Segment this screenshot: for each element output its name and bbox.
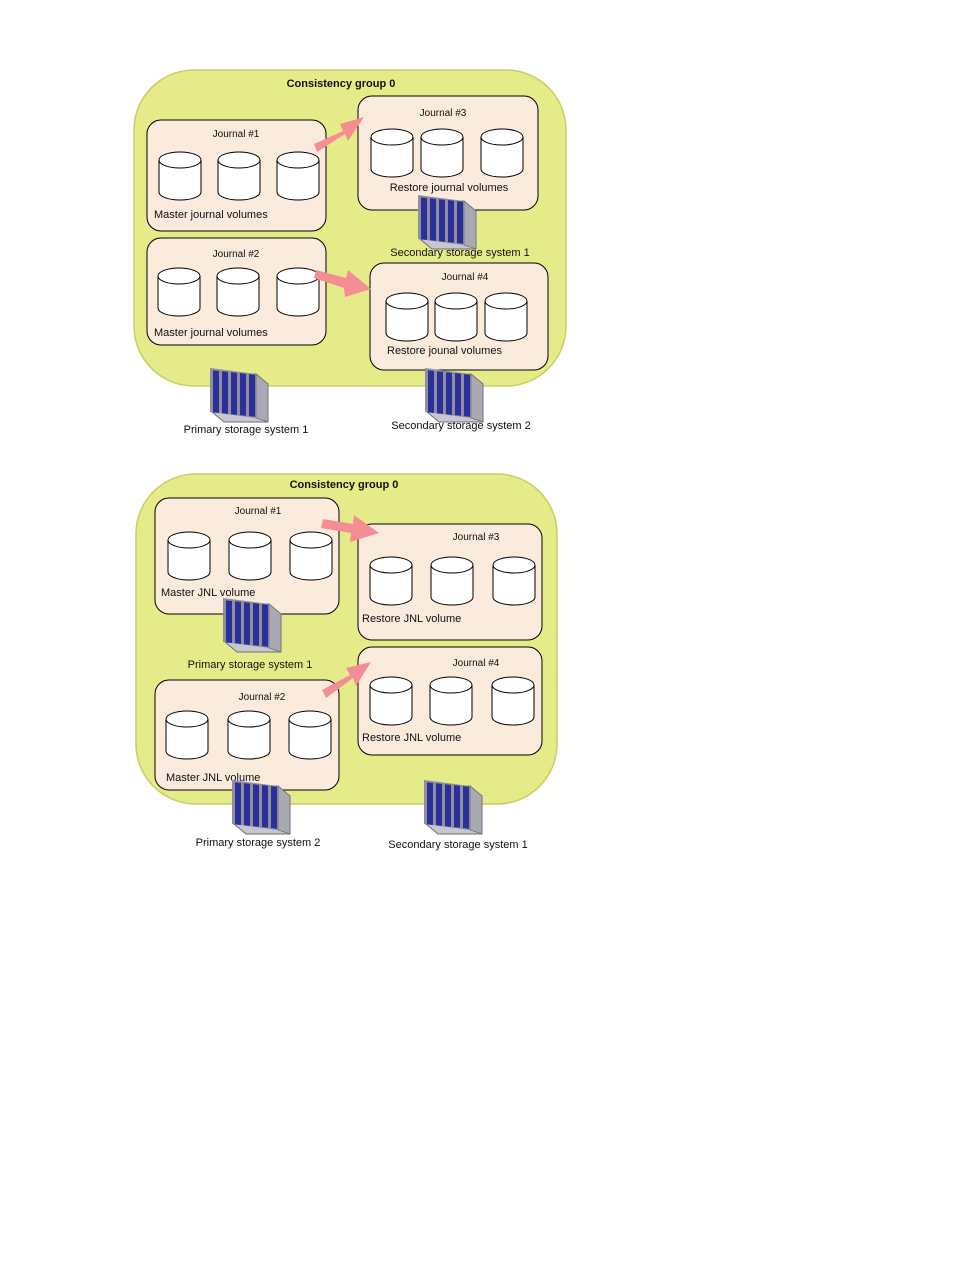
cylinder-volume-icon — [288, 710, 332, 760]
cylinder-volume-icon — [369, 556, 413, 606]
cylinder-volume-icon — [492, 556, 536, 606]
arrow-icon — [314, 270, 371, 297]
journal-caption: Master journal volumes — [154, 327, 268, 339]
cylinder-volume-icon — [369, 676, 413, 726]
storage-system-label: Primary storage system 1 — [188, 659, 313, 671]
journal-title: Journal #1 — [235, 506, 282, 517]
journal-caption: Restore jounal volumes — [387, 345, 502, 357]
cylinder-volume-icon — [217, 151, 261, 201]
journal-caption: Master JNL volume — [161, 587, 255, 599]
storage-system-label: Primary storage system 2 — [196, 837, 321, 849]
cylinder-volume-icon — [429, 676, 473, 726]
cylinder-volume-icon — [276, 151, 320, 201]
journal-caption: Restore journal volumes — [390, 182, 509, 194]
journal-2-box: Journal #2 Master JNL volume — [154, 679, 340, 791]
cylinder-volume-icon — [491, 676, 535, 726]
cylinder-volume-icon — [370, 128, 414, 178]
cylinder-volume-icon — [158, 151, 202, 201]
cylinder-volume-icon — [289, 531, 333, 581]
diagram-1: Consistency group 0 Journal #1 Master jo… — [133, 69, 567, 436]
journal-4-box: Journal #4 Restore jounal volumes — [369, 262, 549, 371]
cylinder-volume-icon — [165, 710, 209, 760]
journal-caption: Restore JNL volume — [362, 732, 461, 744]
journal-2-box: Journal #2 Master journal volumes — [146, 237, 327, 346]
journal-caption: Restore JNL volume — [362, 613, 461, 625]
storage-system-label: Secondary storage system 1 — [388, 839, 527, 851]
journal-3-box: Journal #3 Restore JNL volume — [357, 523, 543, 641]
storage-system-icon — [231, 779, 291, 835]
journal-title: Journal #1 — [213, 129, 260, 140]
cylinder-volume-icon — [480, 128, 524, 178]
cylinder-volume-icon — [157, 267, 201, 317]
arrow-icon — [314, 117, 364, 152]
journal-caption: Master journal volumes — [154, 209, 268, 221]
cylinder-volume-icon — [228, 531, 272, 581]
cylinder-volume-icon — [420, 128, 464, 178]
storage-system-label: Secondary storage system 1 — [390, 247, 529, 259]
journal-title: Journal #3 — [420, 108, 467, 119]
journal-4-box: Journal #4 Restore JNL volume — [357, 646, 543, 756]
arrow-icon — [322, 662, 371, 698]
journal-title: Journal #2 — [239, 692, 286, 703]
storage-system-icon — [423, 779, 483, 835]
storage-system-icon — [209, 367, 269, 423]
cylinder-volume-icon — [484, 292, 528, 342]
arrow-icon — [321, 515, 379, 542]
storage-system-label: Secondary storage system 2 — [391, 420, 530, 432]
diagram-2: Consistency group 0 Journal #1 Master JN… — [135, 473, 558, 851]
storage-system-icon — [417, 194, 477, 250]
cylinder-volume-icon — [227, 710, 271, 760]
cylinder-volume-icon — [434, 292, 478, 342]
journal-title: Journal #3 — [453, 532, 500, 543]
cylinder-volume-icon — [430, 556, 474, 606]
group-title: Consistency group 0 — [290, 479, 399, 491]
cylinder-volume-icon — [167, 531, 211, 581]
storage-system-icon — [424, 367, 484, 423]
cylinder-volume-icon — [276, 267, 320, 317]
journal-title: Journal #2 — [213, 249, 260, 260]
journal-title: Journal #4 — [442, 272, 489, 283]
storage-system-label: Primary storage system 1 — [184, 424, 309, 436]
cylinder-volume-icon — [216, 267, 260, 317]
journal-3-box: Journal #3 Restore journal volumes — [357, 95, 539, 211]
journal-1-box: Journal #1 Master journal volumes — [146, 119, 327, 232]
journal-1-box: Journal #1 Master JNL volume — [154, 497, 340, 615]
storage-system-icon — [222, 597, 282, 653]
journal-title: Journal #4 — [453, 658, 500, 669]
group-title: Consistency group 0 — [287, 78, 396, 90]
cylinder-volume-icon — [385, 292, 429, 342]
